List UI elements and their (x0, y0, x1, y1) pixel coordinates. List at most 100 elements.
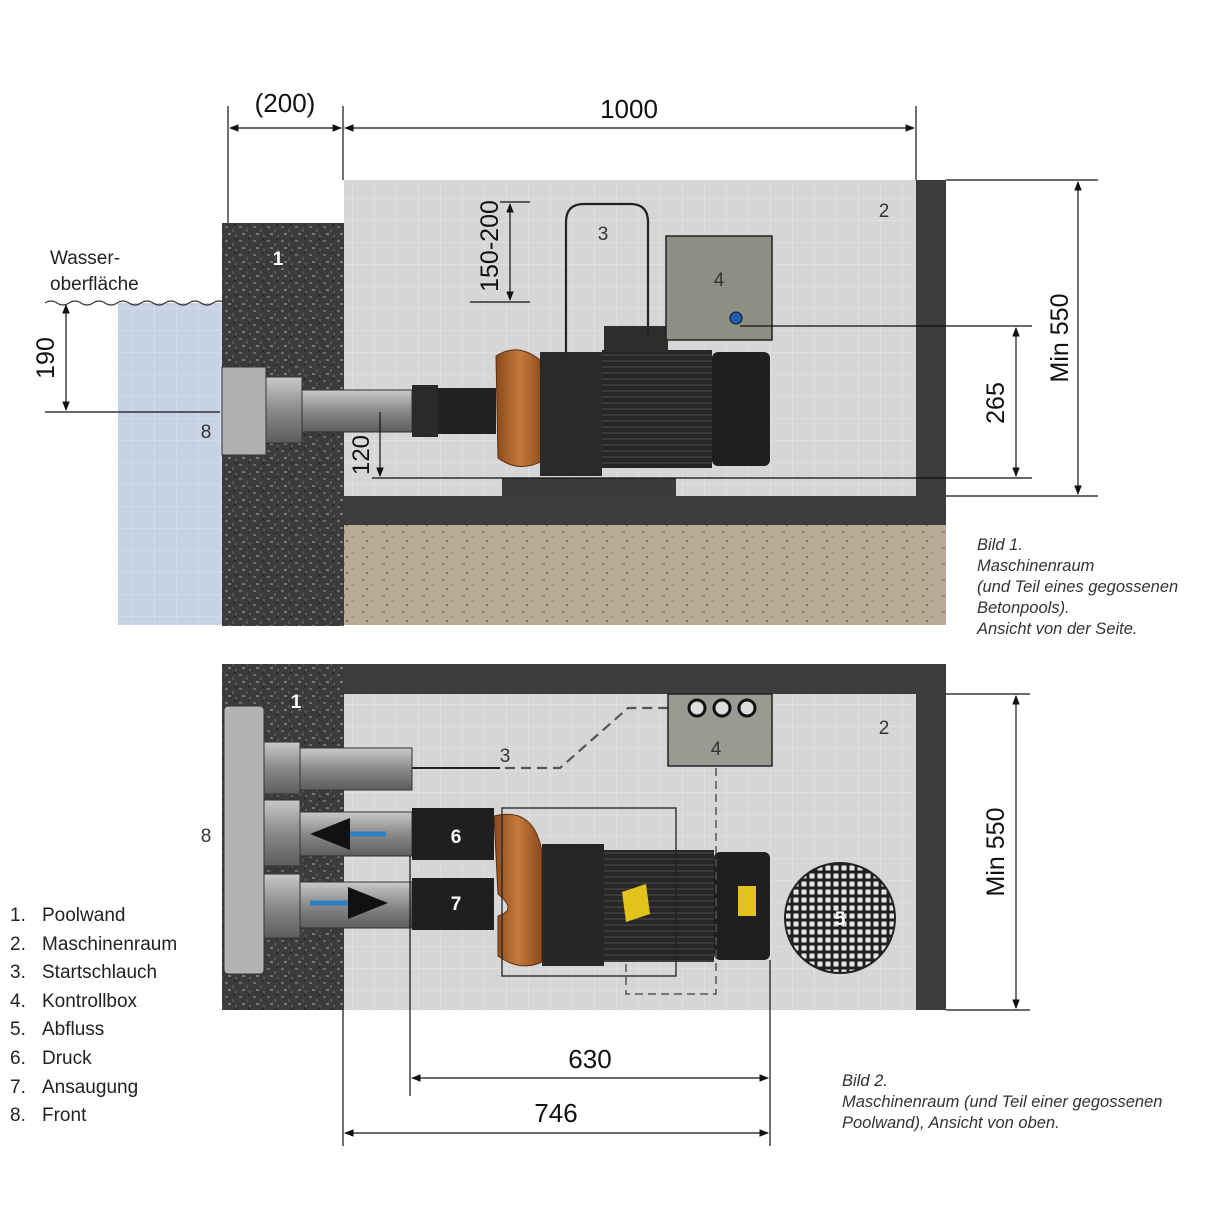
pump-base (502, 478, 676, 496)
legend-item: 4. Kontrollbox (10, 988, 177, 1017)
marker-wall: 1 (273, 249, 284, 270)
suction-pipe (301, 389, 413, 433)
pipe-connector (438, 388, 496, 434)
caption-line: (und Teil eines gegossenen (977, 578, 1179, 596)
marker-suction: 7 (451, 894, 462, 915)
marker-box: 4 (714, 270, 725, 291)
room-side-wall (916, 694, 946, 1010)
dim-box-height-label: 265 (982, 382, 1010, 424)
pump-bracket-top (542, 844, 604, 966)
marker-wall-top: 1 (291, 692, 302, 713)
legend-item: 1. Poolwand (10, 902, 177, 931)
caption-line: Bild 2. (842, 1072, 888, 1090)
dim-total-length-label: 746 (534, 1098, 577, 1128)
control-box-knob-3 (737, 698, 757, 718)
motor-fan-cover (712, 352, 770, 466)
front-fitting (221, 366, 267, 456)
legend-number: 5. (10, 1019, 26, 1041)
marker-box-top: 4 (711, 739, 722, 760)
legend-number: 8. (10, 1105, 26, 1127)
figure-top-view: 630 746 Min 550 1 2 3 4 5 6 7 8 (201, 664, 1030, 1146)
dim-inlet-height-label: 120 (348, 435, 375, 475)
legend-label: Kontrollbox (42, 990, 138, 1012)
terminal-box-top (622, 884, 650, 922)
legend-label: Poolwand (42, 905, 126, 926)
legend-item: 6. Druck (10, 1045, 177, 1074)
dim-room-length-label: 1000 (600, 94, 658, 124)
motor-label (738, 886, 756, 916)
legend-item: 8. Front (10, 1102, 177, 1131)
figure-side-view: (200) 1000 150-200 190 120 265 Min 550 W… (32, 88, 1098, 626)
dim-pump-length-label: 630 (568, 1044, 611, 1074)
water-surface-line (44, 300, 226, 306)
pressure-coupling (412, 808, 494, 860)
legend-number: 2. (10, 933, 26, 955)
front-panel (223, 705, 265, 975)
hose-pipe (299, 747, 413, 791)
legend-number: 7. (10, 1076, 26, 1098)
marker-drain: 5 (835, 909, 846, 930)
pump-base-outline (501, 807, 677, 977)
figure1-caption: Bild 1. Maschinenraum (und Teil eines ge… (977, 535, 1178, 640)
control-box-knob-1 (687, 698, 707, 718)
legend-item: 5. Abfluss (10, 1016, 177, 1045)
legend-item: 7. Ansaugung (10, 1074, 177, 1103)
water-surface-label-line1: Wasser- (50, 248, 120, 269)
control-box-indicator (729, 311, 743, 325)
legend-label: Startschlauch (42, 962, 158, 984)
marker-hose: 3 (598, 224, 609, 245)
caption-line: Poolwand), Ansicht von oben. (842, 1114, 1060, 1132)
legend-label: Abfluss (42, 1019, 105, 1041)
ground (344, 525, 946, 625)
marker-room-top: 2 (879, 718, 890, 739)
legend-label: Maschinenraum (42, 933, 178, 955)
marker-front-top: 8 (201, 826, 212, 847)
motor-body (602, 350, 712, 468)
room-back-wall (344, 664, 946, 694)
pump-bracket (540, 352, 602, 476)
pump-housing (495, 349, 545, 467)
legend-label: Druck (42, 1047, 92, 1069)
water-surface-label-line2: oberfläche (50, 274, 139, 295)
control-box-knob-2 (712, 698, 732, 718)
pipe-coupling (412, 385, 438, 437)
wall-flange (265, 376, 303, 444)
caption-line: Maschinenraum (977, 557, 1095, 575)
marker-hose-top: 3 (500, 746, 511, 767)
legend-number: 1. (10, 905, 26, 926)
dim-water-depth-label: 190 (32, 337, 60, 379)
pump-housing-top (493, 813, 543, 967)
caption-line: Bild 1. (977, 536, 1023, 554)
legend: 1. Poolwand 2. Maschinenraum 3. Startschlau… (10, 902, 177, 1131)
caption-line: Betonpools). (977, 599, 1070, 617)
motor-body-top (604, 850, 714, 962)
cable-outline (625, 768, 717, 995)
caption-line: Ansicht von der Seite. (977, 620, 1138, 638)
start-hose-top (505, 706, 668, 770)
pool-water (118, 303, 222, 625)
legend-label: Ansaugung (42, 1076, 139, 1098)
drain-grate (784, 862, 896, 974)
figure2-caption: Bild 2. Maschinenraum (und Teil einer ge… (842, 1071, 1162, 1134)
suction-coupling (412, 878, 494, 930)
legend-number: 3. (10, 962, 26, 984)
terminal-box (604, 326, 668, 352)
dim-wall-thickness-label: (200) (255, 88, 316, 118)
legend-number: 6. (10, 1047, 26, 1069)
legend-number: 4. (10, 990, 26, 1012)
legend-item: 2. Maschinenraum (10, 931, 177, 960)
control-box (665, 235, 773, 341)
marker-front: 8 (201, 422, 212, 443)
marker-pressure: 6 (451, 827, 462, 848)
room-floor-slab (344, 496, 946, 525)
room-right-wall (916, 180, 946, 525)
dim-room-height-label: Min 550 (1046, 294, 1074, 383)
caption-line: Maschinenraum (und Teil einer gegossenen (842, 1093, 1163, 1111)
dim-hose-height-label: 150-200 (476, 200, 504, 292)
marker-room: 2 (879, 201, 890, 222)
legend-item: 3. Startschlauch (10, 959, 177, 988)
dim-room-depth-label: Min 550 (982, 808, 1010, 897)
start-hose (564, 202, 650, 354)
legend-label: Front (42, 1105, 87, 1127)
